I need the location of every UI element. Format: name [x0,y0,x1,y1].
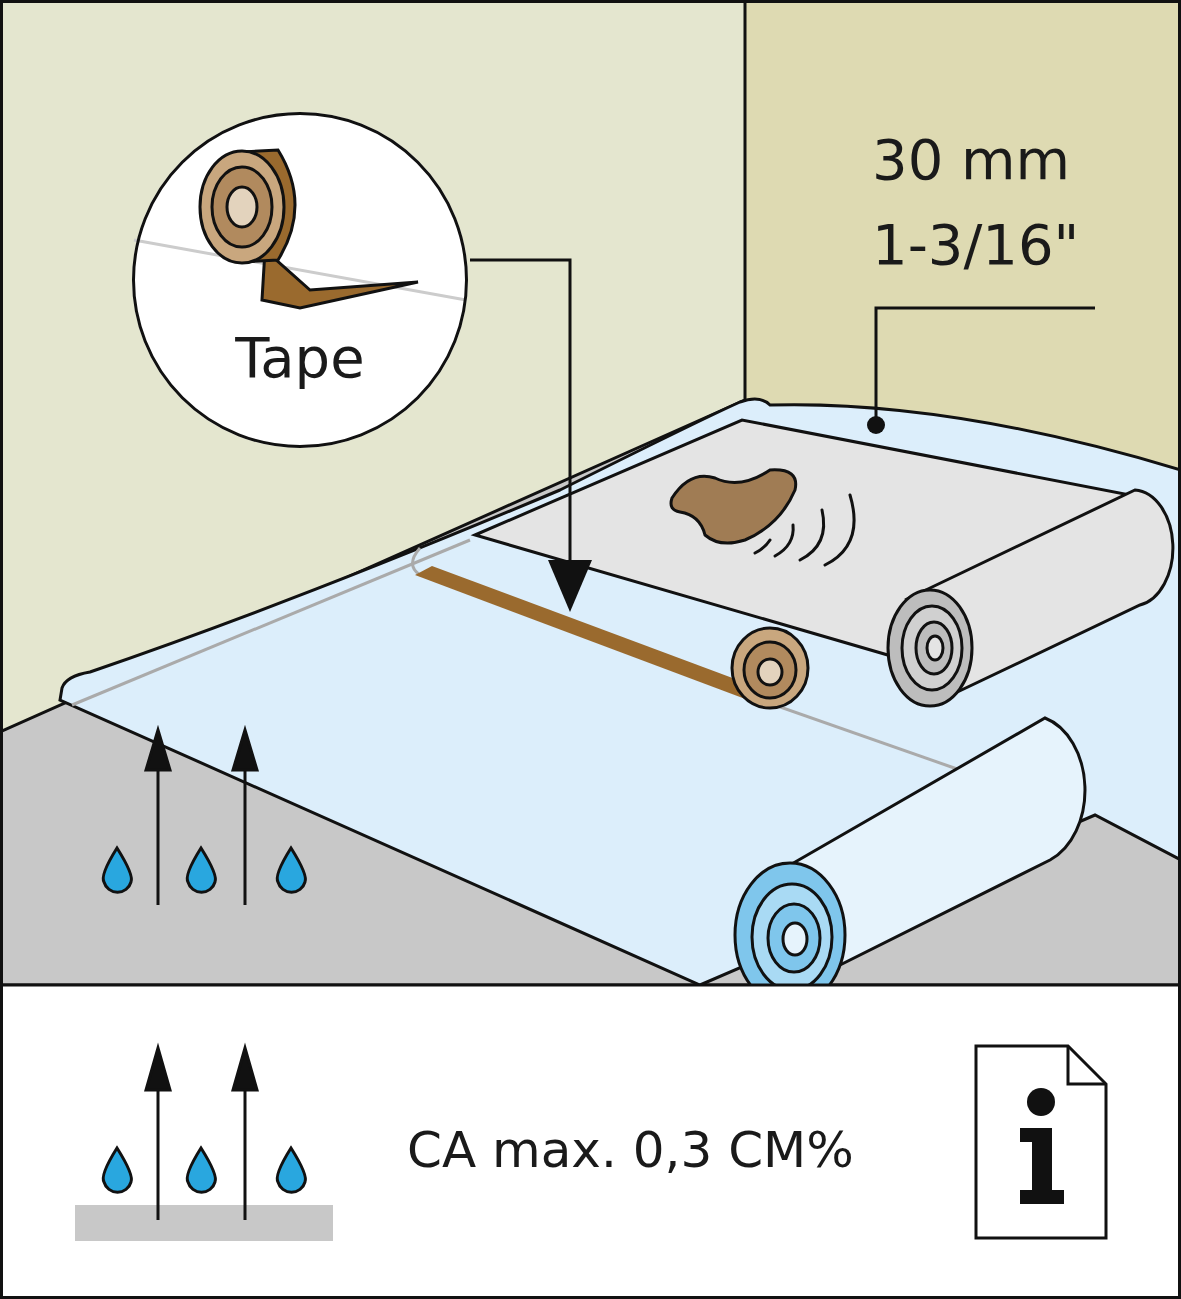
dimension-label: 1-3/16" [872,214,1079,276]
dimension-label: 30 mm [872,129,1070,191]
callout-circle: Tape [132,112,468,448]
callout-label: Tape [235,327,364,389]
note-text: CA max. 0,3 CM% [407,1123,854,1178]
